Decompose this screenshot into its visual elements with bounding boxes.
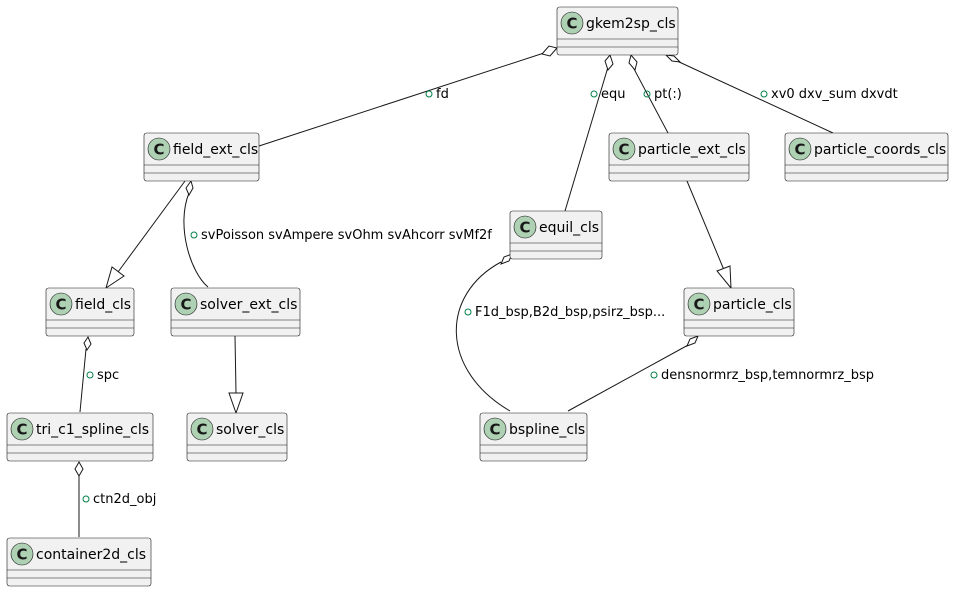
edge-gkem2sp-equil [564, 66, 609, 212]
class-solver: C solver_cls [186, 412, 288, 462]
aggregation-diamond-icon [604, 53, 614, 72]
edge-gkem2sp-particle-coords [676, 60, 834, 134]
class-bspline: C bspline_cls [479, 412, 588, 462]
class-type-icon [49, 292, 73, 316]
class-particle: C particle_cls [683, 287, 795, 337]
public-visibility-icon [590, 90, 598, 98]
class-name: container2d_cls [36, 547, 146, 563]
class-type-icon [10, 542, 34, 566]
class-tri-c1-spline: C tri_c1_spline_cls [6, 412, 154, 462]
svg-text:C: C [618, 141, 629, 159]
relation-label-spc: spc [97, 368, 119, 383]
public-visibility-icon [760, 90, 768, 98]
class-type-icon [687, 292, 711, 316]
class-field-ext: C field_ext_cls [143, 132, 260, 182]
public-visibility-icon [82, 495, 90, 503]
class-type-icon [560, 11, 584, 35]
svg-text:C: C [153, 141, 164, 159]
generalization-arrow-icon [228, 392, 244, 415]
class-name: particle_cls [713, 297, 792, 313]
edge-field-tri-c1-spline [79, 348, 87, 413]
aggregation-diamond-icon [83, 335, 92, 352]
edge-particle-ext-particle [686, 180, 725, 271]
public-visibility-icon [643, 90, 651, 98]
aggregation-diamond-icon [628, 53, 638, 72]
class-name: solver_cls [216, 422, 284, 438]
relation-label-fd: fd [436, 87, 449, 102]
class-name: bspline_cls [509, 422, 585, 438]
class-gkem2sp: C gkem2sp_cls [556, 6, 679, 56]
aggregation-diamond-icon [500, 253, 513, 265]
edge-equil-bspline [455, 261, 511, 412]
edge-particle-bspline [567, 343, 691, 412]
class-type-icon [612, 137, 636, 161]
public-visibility-icon [650, 371, 658, 379]
generalization-arrow-icon [716, 265, 732, 290]
edge-field-ext-field [117, 180, 186, 273]
relation-label-xv0: xv0 dxv_sum dxvdt [771, 87, 898, 102]
public-visibility-icon [425, 90, 433, 98]
class-type-icon [174, 292, 198, 316]
svg-text:C: C [794, 141, 805, 159]
class-equil: C equil_cls [509, 210, 603, 260]
edge-gkem2sp-field-ext [258, 51, 548, 147]
aggregation-diamond-icon [74, 460, 84, 478]
edge-solver-ext-solver [234, 335, 237, 394]
class-particle-coords: C particle_coords_cls [784, 132, 949, 182]
svg-text:C: C [693, 296, 704, 314]
svg-text:C: C [16, 546, 27, 564]
edge-gkem2sp-particle-ext [632, 66, 669, 134]
public-visibility-icon [190, 231, 198, 239]
class-name: solver_ext_cls [200, 297, 297, 313]
aggregation-diamond-icon [541, 45, 558, 57]
aggregation-diamond-icon [185, 179, 194, 197]
public-visibility-icon [86, 371, 94, 379]
class-field: C field_cls [45, 287, 135, 337]
class-name: gkem2sp_cls [586, 16, 676, 32]
class-type-icon [513, 215, 537, 239]
class-type-icon [483, 417, 507, 441]
class-type-icon [10, 417, 34, 441]
svg-text:C: C [489, 421, 500, 439]
class-name: equil_cls [539, 220, 599, 236]
class-name: tri_c1_spline_cls [36, 422, 149, 438]
relation-label-ctn2d: ctn2d_obj [93, 492, 156, 507]
aggregation-diamond-icon [664, 54, 682, 63]
class-name: particle_ext_cls [638, 142, 746, 158]
relation-label-f1d: F1d_bsp,B2d_bsp,psirz_bsp... [475, 305, 665, 320]
svg-text:C: C [196, 421, 207, 439]
relation-label-solvers: svPoisson svAmpere svOhm svAhcorr svMf2f [201, 228, 492, 243]
class-particle-ext: C particle_ext_cls [608, 132, 750, 182]
class-name: field_ext_cls [173, 142, 258, 158]
class-type-icon [147, 137, 171, 161]
public-visibility-icon [464, 308, 472, 316]
svg-text:C: C [180, 296, 191, 314]
relation-label-equ: equ [601, 87, 626, 102]
generalization-arrow-icon [105, 266, 125, 290]
class-name: field_cls [75, 297, 131, 313]
relation-label-densnorm: densnormrz_bsp,temnormrz_bsp [661, 368, 874, 383]
class-container2d: C container2d_cls [6, 537, 152, 587]
class-solver-ext: C solver_ext_cls [170, 287, 301, 337]
svg-text:C: C [519, 219, 530, 237]
svg-text:C: C [16, 421, 27, 439]
relation-label-pt: pt(:) [654, 87, 682, 102]
svg-text:C: C [55, 296, 66, 314]
svg-text:C: C [566, 15, 577, 33]
class-name: particle_coords_cls [814, 142, 946, 158]
aggregation-diamond-icon [686, 335, 699, 347]
edge-field-ext-solver-ext [183, 192, 209, 288]
class-type-icon [788, 137, 812, 161]
class-type-icon [190, 417, 214, 441]
